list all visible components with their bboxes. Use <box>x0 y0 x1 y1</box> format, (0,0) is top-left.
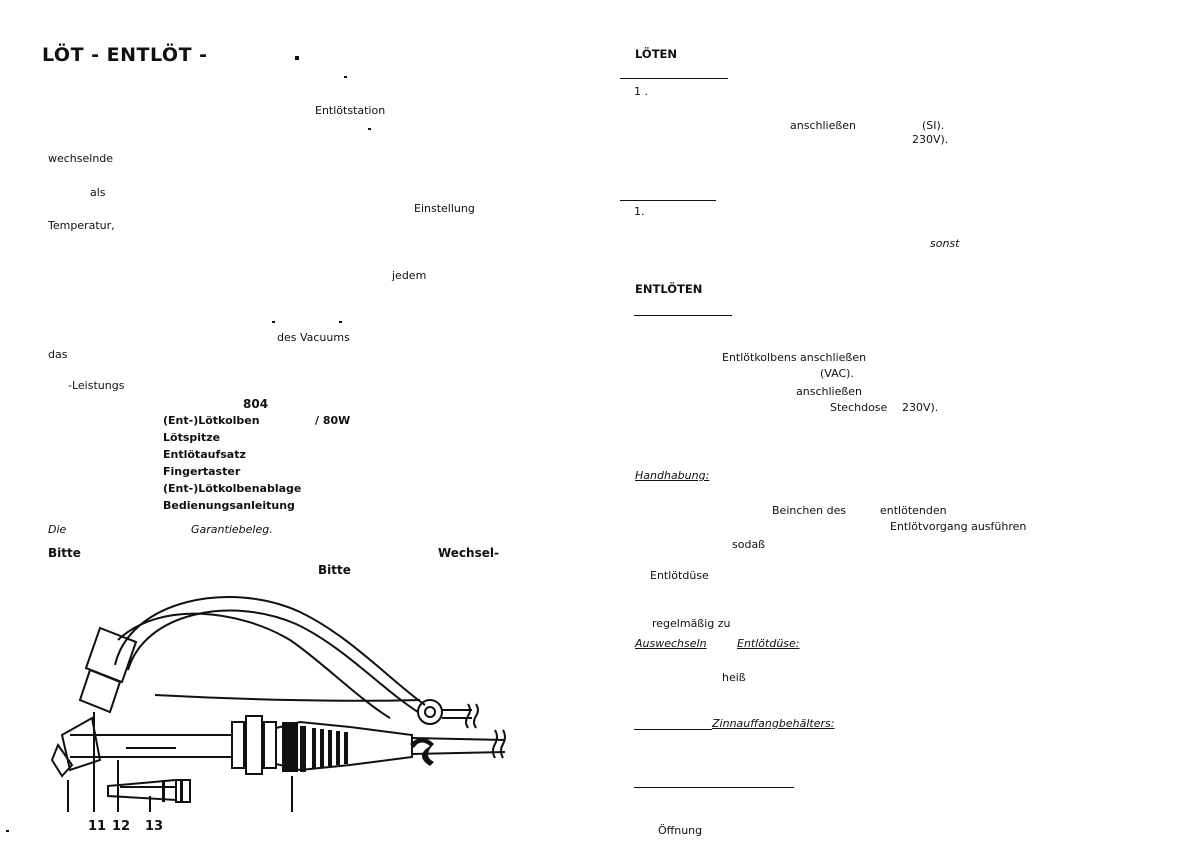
text-entloetstation: Entlötstation <box>315 104 386 117</box>
text-entloetkolbens: Entlötkolbens anschließen <box>722 351 867 364</box>
text-wechselnde: wechselnde <box>48 152 114 165</box>
heading-entloetduese: Entlötdüse: <box>737 637 800 650</box>
speck <box>368 128 371 130</box>
text-bitte-1: Bitte <box>48 546 81 560</box>
part-taster: Fingertaster <box>163 465 241 478</box>
speck <box>339 321 342 323</box>
text-anschliessen-2: anschließen <box>796 385 863 398</box>
heading-auswechseln: Auswechseln <box>635 637 707 650</box>
speck <box>6 830 9 832</box>
text-als: als <box>90 186 106 199</box>
step-number-1b: 1. <box>634 205 645 218</box>
heading-entloeten: ENTLÖTEN <box>635 282 703 296</box>
figure-label-13: 13 <box>145 819 164 834</box>
figure-label-12: 12 <box>112 819 131 834</box>
heading-zinnauffang: Zinnauffangbehälters: <box>712 717 835 730</box>
text-die: Die <box>48 523 67 536</box>
text-vac: (VAC). <box>820 367 854 380</box>
text-230v-2: 230V). <box>902 401 939 414</box>
text-garantie: Garantiebeleg. <box>191 523 273 536</box>
heading-handhabung: Handhabung: <box>635 469 710 482</box>
part-watt: / 80W <box>315 414 351 427</box>
speck <box>344 76 347 78</box>
divider <box>634 315 732 316</box>
text-des-vacuums: des Vacuums <box>277 331 350 344</box>
text-stechdose: Stechdose <box>830 401 888 414</box>
text-entloetenden: entlötenden <box>880 504 947 517</box>
text-sodass: sodaß <box>732 538 766 551</box>
figure-label-11: 11 <box>88 819 107 834</box>
text-entloetduese: Entlötdüse <box>650 569 709 582</box>
text-si: (SI). <box>922 119 945 132</box>
text-jedem: jedem <box>392 269 427 282</box>
page-title: LÖT - ENTLÖT - <box>42 44 208 66</box>
text-230v-1: 230V). <box>912 133 949 146</box>
text-heiss: heiß <box>722 671 746 684</box>
text-das: das <box>48 348 68 361</box>
text-bitte-2: Bitte <box>318 563 351 577</box>
text-wechsel: Wechsel- <box>438 546 499 560</box>
text-einstellung: Einstellung <box>414 202 475 215</box>
text-temperatur: Temperatur, <box>48 219 115 232</box>
step-number-1: 1 . <box>634 85 648 98</box>
text-anschliessen-1: anschließen <box>790 119 857 132</box>
text-leistungs: -Leistungs <box>68 379 125 392</box>
text-regelmaessig: regelmäßig zu <box>652 617 731 630</box>
part-anleitung: Bedienungsanleitung <box>163 499 295 512</box>
part-number: 804 <box>243 397 269 411</box>
text-oeffnung: Öffnung <box>658 824 703 837</box>
divider <box>620 78 728 79</box>
text-sonst: sonst <box>930 237 960 250</box>
part-kolben: (Ent-)Lötkolben <box>163 414 260 427</box>
text-beinchen: Beinchen des <box>772 504 847 517</box>
heading-loeten: LÖTEN <box>635 47 678 61</box>
part-spitze: Lötspitze <box>163 431 221 444</box>
text-entloetvorgang: Entlötvorgang ausführen <box>890 520 1027 533</box>
part-aufsatz: Entlötaufsatz <box>163 448 246 461</box>
divider <box>620 200 716 201</box>
divider <box>634 729 712 730</box>
divider <box>634 787 794 788</box>
part-ablage: (Ent-)Lötkolbenablage <box>163 482 302 495</box>
speck <box>272 321 275 323</box>
speck <box>295 56 299 60</box>
